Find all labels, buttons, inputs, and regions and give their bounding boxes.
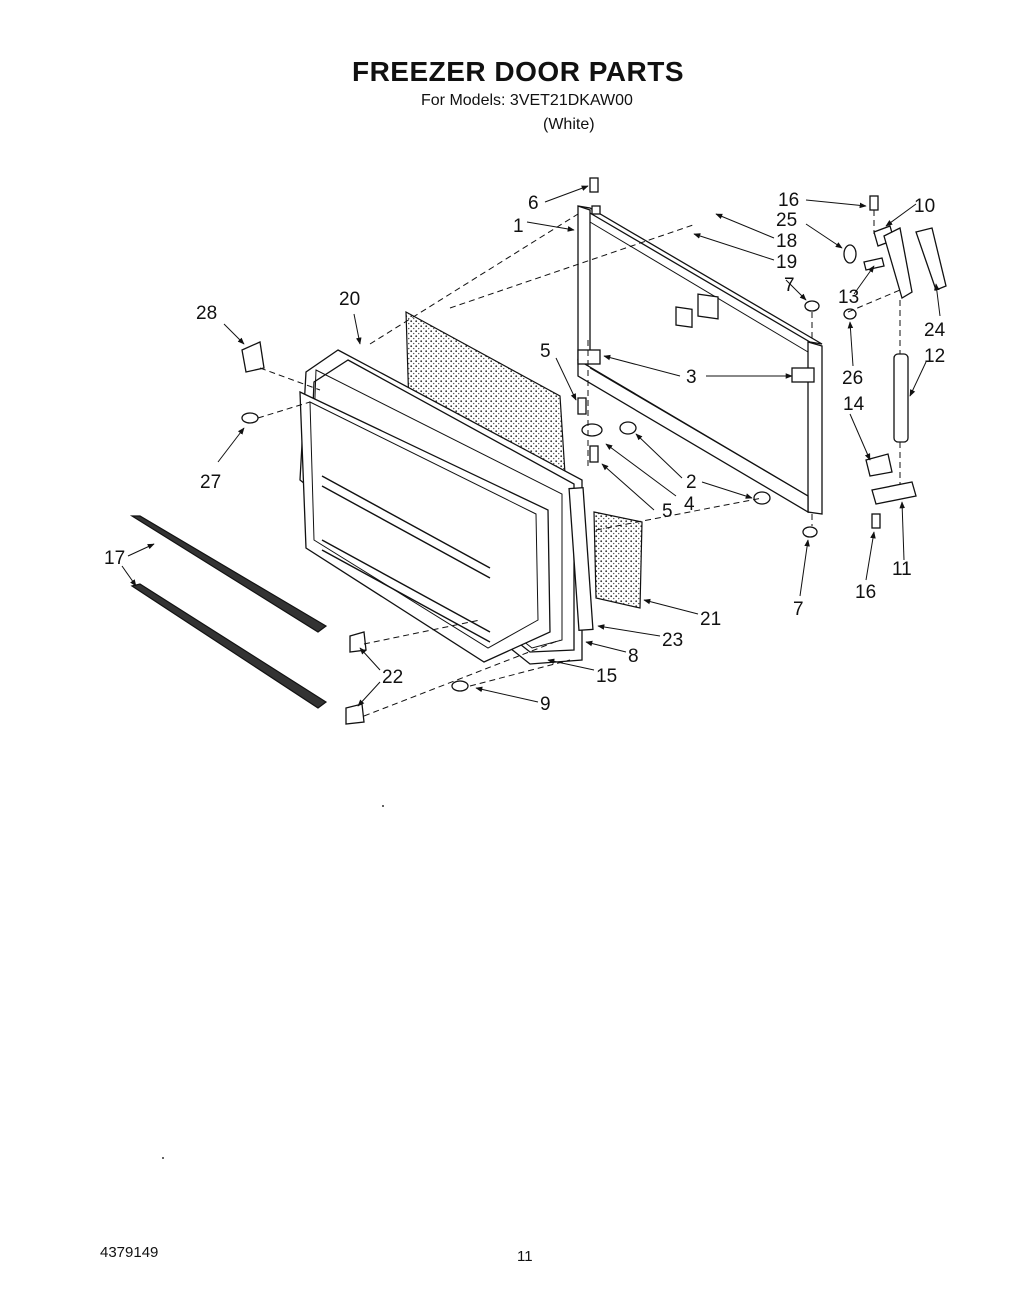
bracket-14 xyxy=(865,453,893,477)
screw-16-top xyxy=(869,195,879,211)
callout-9: 9 xyxy=(540,694,551,715)
callout-28: 28 xyxy=(196,303,217,324)
callout-5-upper: 5 xyxy=(540,341,551,362)
plug-7-bottom xyxy=(802,526,818,538)
door-rail-upper xyxy=(129,515,328,633)
callout-12: 12 xyxy=(924,346,945,367)
document-number: 4379149 xyxy=(100,1244,159,1261)
callout-23: 23 xyxy=(662,630,683,651)
hinge-11 xyxy=(871,481,917,505)
door-trim-strip xyxy=(568,486,594,632)
callout-5-lower: 5 xyxy=(662,501,673,522)
callout-14: 14 xyxy=(843,394,865,415)
page-number: 11 xyxy=(517,1248,533,1265)
hinge-bracket-right xyxy=(791,367,815,383)
leader-lines xyxy=(121,185,941,707)
screw-5-lower xyxy=(589,445,599,463)
callout-10: 10 xyxy=(914,196,935,217)
callout-26: 26 xyxy=(842,368,863,389)
callout-16-bottom: 16 xyxy=(855,582,876,603)
hinge-bracket-left xyxy=(577,349,601,365)
callout-22: 22 xyxy=(382,667,403,688)
page-speck xyxy=(162,1157,164,1159)
callout-19: 19 xyxy=(776,252,797,273)
plug-7-top xyxy=(804,300,820,312)
door-inner-liner xyxy=(299,390,551,663)
door-frame xyxy=(577,205,823,515)
callout-25: 25 xyxy=(776,210,797,231)
models-line: For Models: 3VET21DKAW00 xyxy=(421,92,633,109)
callout-8: 8 xyxy=(628,646,639,667)
callout-7-bottom: 7 xyxy=(793,599,804,620)
callout-1: 1 xyxy=(513,216,524,237)
rail-end-cap-lower xyxy=(345,703,365,725)
callout-4: 4 xyxy=(684,494,695,515)
callout-7-top: 7 xyxy=(784,275,795,296)
callout-6: 6 xyxy=(528,193,539,214)
clip-part-28 xyxy=(241,341,265,373)
callout-21: 21 xyxy=(700,609,721,630)
washer-4 xyxy=(581,423,603,437)
callout-labels: 1 2 3 4 5 5 6 7 7 8 9 10 11 12 13 14 15 … xyxy=(104,190,946,715)
door-rail-lower xyxy=(130,583,328,709)
callout-2: 2 xyxy=(686,472,697,493)
screw-9 xyxy=(451,680,469,692)
screw-6 xyxy=(589,177,599,193)
page-title: FREEZER DOOR PARTS xyxy=(351,56,685,87)
screw-16-bottom xyxy=(871,513,881,529)
handle-12 xyxy=(893,353,909,443)
bumper-2a xyxy=(619,421,637,435)
callout-27: 27 xyxy=(200,472,221,493)
callout-11: 11 xyxy=(892,559,912,580)
assembly-lines xyxy=(257,210,901,717)
shim-13 xyxy=(863,257,885,271)
cap-25 xyxy=(843,244,857,264)
foam-block xyxy=(593,511,643,609)
bumper-2b xyxy=(753,491,771,505)
hinge-cover xyxy=(883,227,913,299)
callout-16-top: 16 xyxy=(778,190,799,211)
screw-5-upper xyxy=(577,397,587,415)
callout-3: 3 xyxy=(686,367,697,388)
tape-19 xyxy=(675,306,693,328)
hinge-cover-24 xyxy=(915,227,947,291)
callout-20: 20 xyxy=(339,289,360,310)
callout-15: 15 xyxy=(596,666,617,687)
screw-27 xyxy=(241,412,259,424)
screw-26 xyxy=(843,308,857,320)
rail-end-cap-upper xyxy=(349,631,367,653)
callout-13: 13 xyxy=(838,287,859,308)
page-speck xyxy=(382,805,384,807)
callout-24: 24 xyxy=(924,320,946,341)
callout-17: 17 xyxy=(104,548,125,569)
color-variant: (White) xyxy=(543,116,595,133)
tape-18 xyxy=(697,293,719,320)
callout-18: 18 xyxy=(776,231,797,252)
